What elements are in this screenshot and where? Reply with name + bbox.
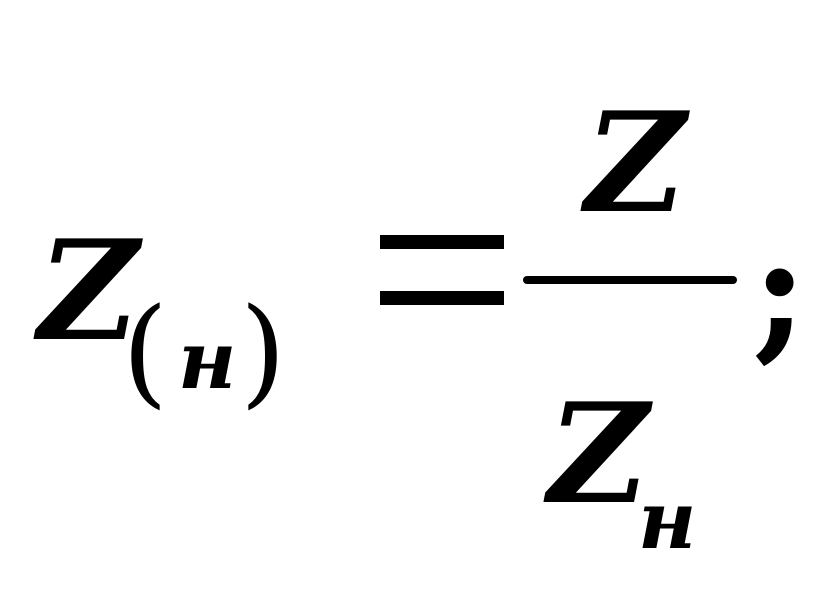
equals-bar-bottom	[380, 291, 504, 305]
lhs-subscript: н	[178, 313, 237, 407]
equals-sign	[380, 235, 504, 305]
fraction-denominator: Z	[548, 372, 649, 535]
lhs-paren-open: (	[122, 282, 169, 420]
fraction-denominator-subscript: н	[638, 473, 697, 567]
fraction-numerator: Z	[585, 81, 686, 244]
lhs-symbol: Z	[38, 209, 139, 372]
equals-bar-top	[380, 235, 504, 249]
semicolon: ;	[752, 202, 808, 378]
lhs-paren-close: )	[240, 282, 287, 420]
fraction-line	[523, 276, 737, 284]
